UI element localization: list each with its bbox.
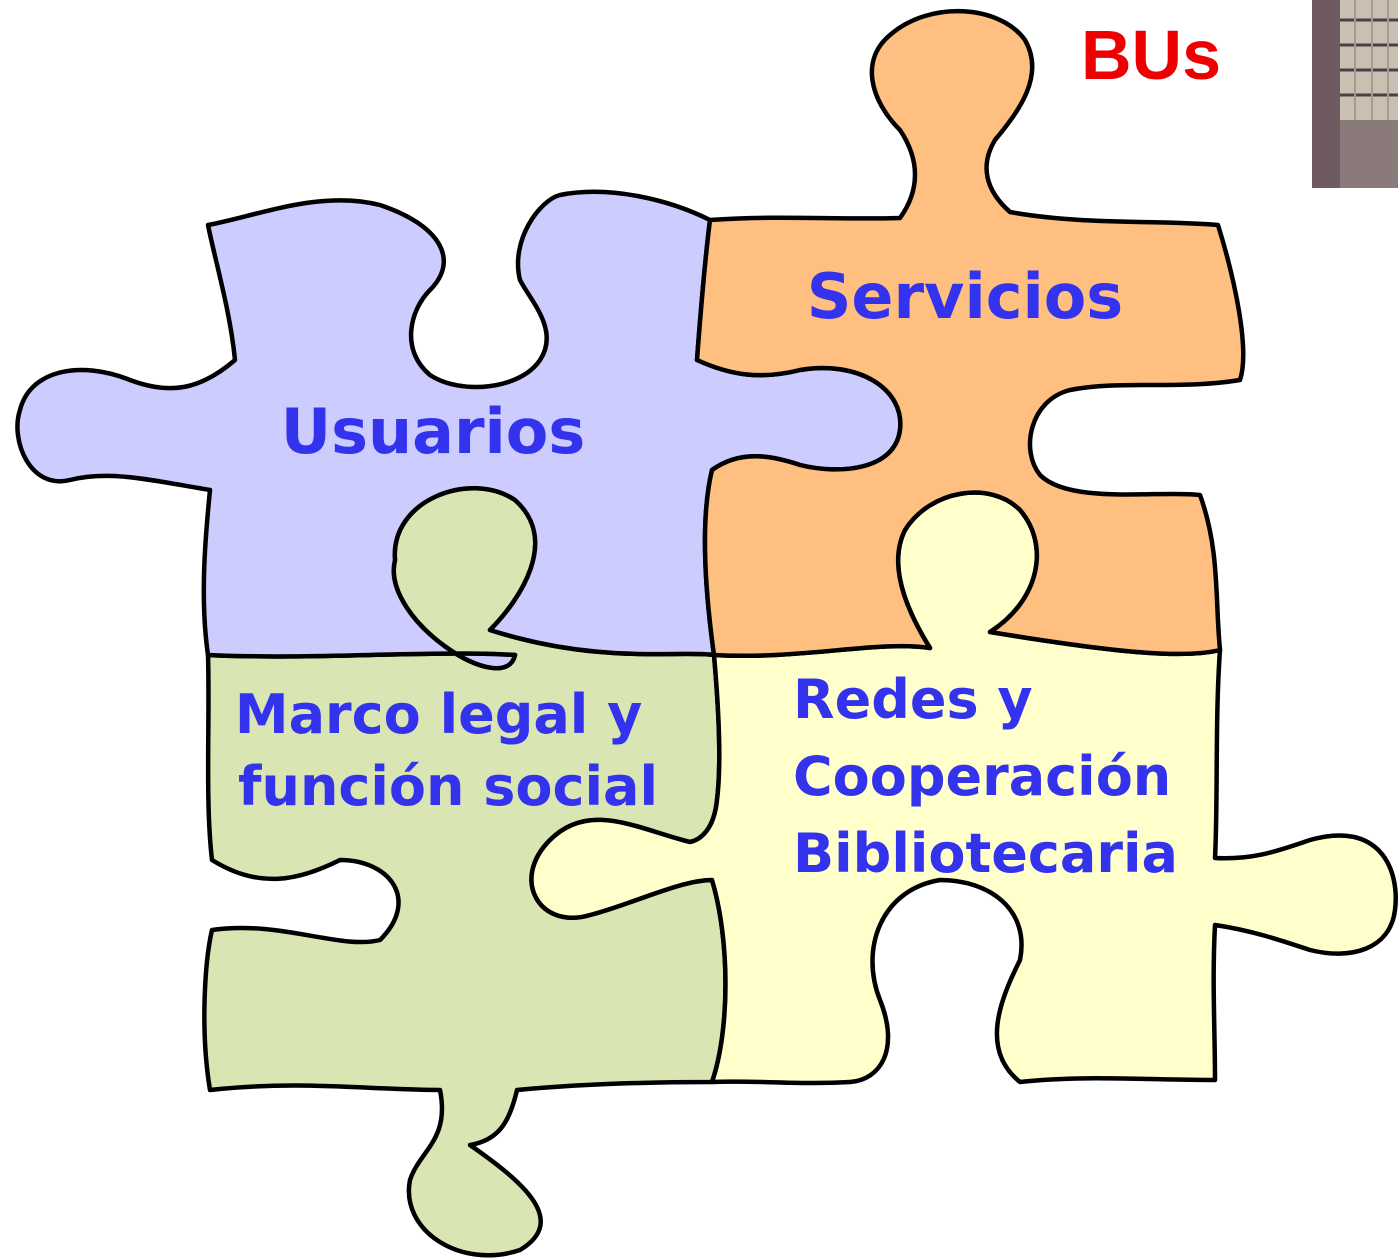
redes-label-line-3: Bibliotecaria bbox=[793, 822, 1178, 885]
redes-label-line-2: Cooperación bbox=[793, 745, 1171, 808]
marco-label: Marco legal y función social bbox=[235, 683, 661, 818]
servicios-label: Servicios bbox=[807, 260, 1123, 333]
puzzle-piece-servicios bbox=[694, 8, 1246, 659]
title-bus: BUs bbox=[1081, 16, 1221, 94]
marco-label-line-1: Marco legal y bbox=[235, 683, 642, 746]
marco-label-line-2: función social bbox=[238, 755, 658, 818]
redes-label: Redes y Cooperación Bibliotecaria bbox=[793, 668, 1190, 885]
usuarios-label: Usuarios bbox=[281, 395, 586, 468]
library-photo bbox=[1312, 0, 1398, 188]
redes-label-line-1: Redes y bbox=[793, 668, 1033, 731]
